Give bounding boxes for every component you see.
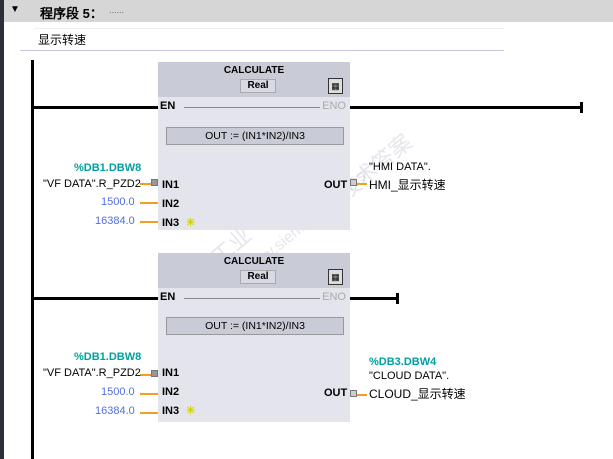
rung-1-end [580, 102, 583, 113]
add-input-icon[interactable]: ✳ [186, 405, 196, 417]
rung-2-end [396, 293, 399, 304]
rung-1-wire-in [33, 106, 158, 109]
en-eno-line [184, 107, 320, 108]
in1-pin: IN1 [162, 367, 180, 379]
in1-address: %DB1.DBW8 [74, 351, 142, 363]
in2-pin: IN2 [162, 386, 180, 398]
out-wire [357, 394, 367, 396]
in3-pin: IN3 [162, 405, 180, 417]
in1-wire [140, 183, 151, 185]
network-comment[interactable]: 显示转速 [34, 28, 504, 48]
in1-connector [151, 370, 158, 377]
in3-value[interactable]: 16384.0 [95, 215, 135, 227]
add-input-icon[interactable]: ✳ [186, 217, 196, 229]
rung-2-wire-in [33, 297, 158, 300]
left-border [0, 0, 4, 459]
data-type-selector[interactable]: Real [240, 79, 276, 93]
in2-pin: IN2 [162, 198, 180, 210]
rung-2-wire-out [350, 297, 398, 300]
out-address: %DB3.DBW4 [369, 356, 437, 368]
in1-address: %DB1.DBW8 [74, 162, 142, 174]
in1-pin: IN1 [162, 179, 180, 191]
in2-wire [140, 393, 158, 395]
formula-box[interactable]: OUT := (IN1*IN2)/IN3 [166, 317, 344, 335]
out-wire [357, 183, 367, 185]
block-name: CALCULATE [223, 65, 285, 76]
out-pin: OUT [324, 179, 348, 191]
in2-value[interactable]: 1500.0 [101, 196, 135, 208]
out-operand-line2[interactable]: HMI_显示转速 [369, 178, 446, 192]
network-header[interactable]: ▼ 程序段 5： ...... [4, 0, 613, 22]
in2-value[interactable]: 1500.0 [101, 386, 135, 398]
out-operand-line1[interactable]: "HMI DATA". [369, 161, 431, 173]
out-pin: OUT [324, 387, 348, 399]
calculate-block-1[interactable]: CALCULATE Real ▦ EN ENO OUT := (IN1*IN2)… [158, 62, 350, 230]
comment-divider [20, 50, 504, 51]
data-type-selector[interactable]: Real [240, 270, 276, 284]
collapse-triangle-icon[interactable]: ▼ [10, 4, 20, 15]
formula-box[interactable]: OUT := (IN1*IN2)/IN3 [166, 127, 344, 145]
power-rail [31, 60, 34, 459]
in1-operand[interactable]: "VF DATA".R_PZD2 [43, 178, 141, 190]
out-connector [350, 179, 357, 186]
eno-pin: ENO [322, 291, 346, 303]
out-operand-line1[interactable]: "CLOUD DATA". [369, 370, 450, 382]
network-title-text[interactable]: ...... [109, 5, 125, 15]
block-name: CALCULATE [223, 256, 285, 267]
in3-wire [140, 412, 158, 414]
in1-connector [151, 179, 158, 186]
calculate-block-2[interactable]: CALCULATE Real ▦ EN ENO OUT := (IN1*IN2)… [158, 253, 350, 422]
en-pin: EN [160, 291, 176, 303]
out-operand-line2[interactable]: CLOUD_显示转速 [369, 387, 466, 401]
calculator-icon[interactable]: ▦ [328, 78, 343, 94]
in1-wire [140, 374, 151, 376]
calculator-icon[interactable]: ▦ [328, 269, 343, 285]
out-connector [350, 390, 357, 397]
in3-wire [140, 221, 158, 223]
in3-value[interactable]: 16384.0 [95, 405, 135, 417]
en-pin: EN [160, 100, 176, 112]
eno-pin: ENO [322, 100, 346, 112]
in2-wire [140, 202, 158, 204]
rung-1-wire-out [350, 106, 582, 109]
in1-operand[interactable]: "VF DATA".R_PZD2 [43, 367, 141, 379]
network-title: 程序段 5： [40, 6, 103, 21]
en-eno-line [184, 298, 320, 299]
in3-pin: IN3 [162, 217, 180, 229]
